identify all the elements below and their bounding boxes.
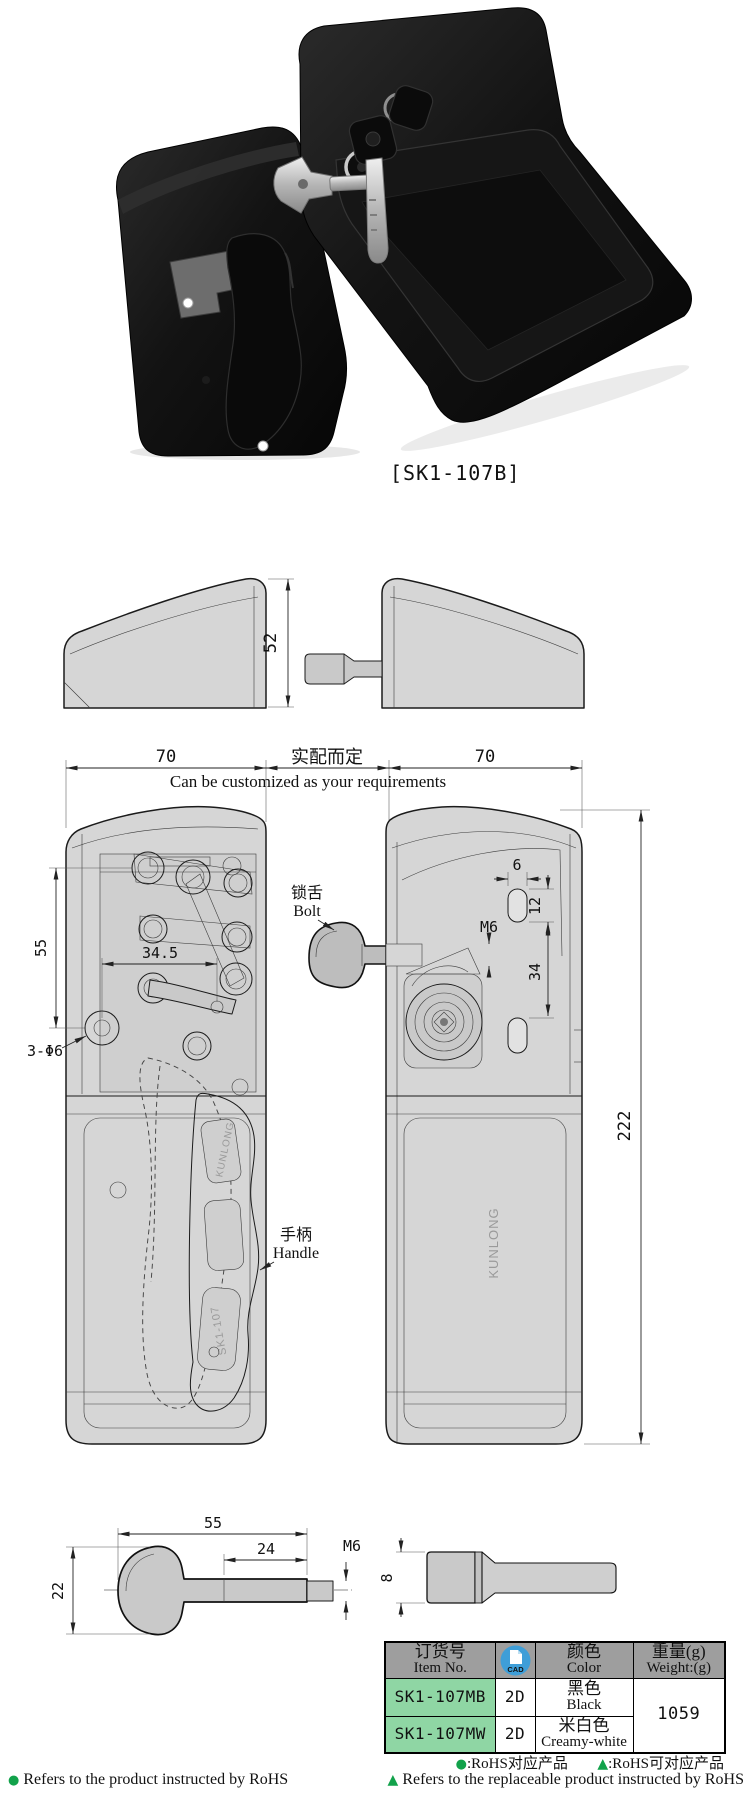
dim-bolt-m6: M6 [343,1537,361,1620]
shaft-side-view [426,1551,617,1604]
photo-left-half [116,126,347,457]
rohs-legend-en: ● Refers to the product instructed by Ro… [8,1771,744,1789]
dim-bolt-55: 55 [117,1514,308,1580]
label-3-phi6: 3-Φ6 [27,1035,87,1060]
dim-24: 24 [223,1540,307,1575]
spec-table: 订货号 Item No. CAD 颜色 Color 重量(g) [384,1641,726,1754]
dim-22: 22 [49,1546,150,1635]
dim-55: 55 [32,867,132,1029]
rohs-tri-text-cn: :RoHS可对应产品 [608,1756,724,1772]
rohs-legend-en-tri: ▲ Refers to the replaceable product inst… [388,1771,744,1789]
note-en: Can be customized as your requirements [170,772,446,791]
svg-text:CAD: CAD [507,1665,524,1674]
header-weight-en: Weight:(g) [646,1660,712,1677]
dim-width-row: 70 实配而定 70 Can be customized as your req… [65,747,583,828]
svg-text:Handle: Handle [273,1245,319,1262]
photo-right-half [298,7,692,423]
slot-upper [507,888,528,923]
color-cell: 米白色 Creamy-white [534,1715,634,1754]
color-cn: 黑色 [567,1679,601,1699]
svg-text:222: 222 [615,1111,635,1142]
svg-text:8: 8 [378,1573,396,1582]
rohs-dot-text-cn: :RoHS对应产品 [467,1756,568,1772]
dim-34: 34 [526,924,554,1019]
svg-text:Bolt: Bolt [293,903,321,920]
dim-52: 52 [261,578,294,708]
slot-lower [507,1017,528,1054]
dim-70-left: 70 [156,747,176,767]
profile-view-right [304,577,585,709]
svg-text:34.5: 34.5 [142,944,178,962]
svg-text:6: 6 [512,856,521,874]
header-cad: CAD [494,1641,536,1679]
dim-8: 8 [378,1538,425,1617]
dim-222: 222 [560,809,650,1445]
color-cell: 黑色 Black [534,1677,634,1717]
bolt-front-view [104,1545,352,1636]
item-no-cell: SK1-107MW [384,1715,496,1754]
note-cn: 实配而定 [291,747,363,767]
rohs-dot-icon: ● [455,1757,467,1772]
rohs-triangle-icon: ▲ [387,1772,399,1788]
svg-text:24: 24 [257,1540,275,1558]
cad-icon[interactable]: CAD [500,1645,531,1676]
color-en: Black [566,1697,602,1714]
bolt-label: 锁舌 Bolt [291,884,335,931]
front-view-right: KUNLONG [385,805,583,1445]
rohs-dot-text-en: Refers to the product instructed by RoHS [23,1771,289,1788]
rohs-legend-cn: ●:RoHS对应产品 ▲:RoHS可对应产品 [456,1752,724,1773]
header-color-cn: 颜色 [567,1642,601,1662]
header-color-en: Color [566,1660,602,1677]
rohs-tri-text-en: Refers to the replaceable product instru… [402,1771,744,1788]
header-item-no-cn: 订货号 [414,1642,466,1662]
handle-solid [188,1092,260,1412]
handle-label: 手柄 Handle [259,1226,319,1271]
svg-text:手柄: 手柄 [280,1226,312,1244]
product-photo [116,7,692,460]
cad-2d-cell[interactable]: 2D [494,1715,536,1754]
table-row: SK1-107MW 2D 米白色 Creamy-white [384,1715,725,1754]
header-item-no: 订货号 Item No. [384,1641,496,1679]
profile-view-left [63,577,267,709]
rohs-dot-icon: ● [8,1773,20,1788]
svg-text:锁舌: 锁舌 [291,884,323,902]
header-item-no-en: Item No. [413,1660,467,1677]
table-row: SK1-107MB 2D 黑色 Black 1059 [384,1677,726,1754]
dim-6: 6 [494,856,541,886]
svg-text:22: 22 [49,1582,67,1600]
weight-cell: 1059 [632,1677,726,1754]
technical-drawing: 52 70 实配而定 70 Can be customized as your … [27,577,650,1636]
dim-34-5: 34.5 [101,944,218,1018]
svg-text:12: 12 [526,897,544,915]
svg-text:M6: M6 [480,918,498,936]
rohs-triangle-icon: ▲ [597,1756,609,1772]
dim-70-right: 70 [475,747,495,767]
item-no-cell: SK1-107MB [384,1677,496,1717]
photo-keys [348,85,434,264]
svg-text:34: 34 [526,963,544,981]
header-weight-cn: 重量(g) [651,1642,706,1662]
rohs-legend-en-dot: ● Refers to the product instructed by Ro… [8,1771,288,1789]
header-weight: 重量(g) Weight:(g) [632,1641,726,1679]
lock-cylinder-drawing [385,943,483,1069]
svg-text:M6: M6 [343,1537,361,1555]
case-engraving-brand: KUNLONG [486,1207,501,1278]
header-color: 颜色 Color [534,1641,634,1679]
front-view-left: KUNLONG SK1-107 [65,805,267,1445]
color-cn: 米白色 [558,1716,610,1736]
cad-2d-cell[interactable]: 2D [494,1677,536,1717]
svg-text:3-Φ6: 3-Φ6 [27,1042,63,1060]
svg-text:52: 52 [261,633,281,653]
photo-label: [SK1-107B] [390,461,521,485]
svg-text:55: 55 [204,1514,222,1532]
profile-shaft [304,653,345,685]
bolt-plan-view [308,921,389,989]
dim-m6: M6 [480,918,498,978]
color-en: Creamy-white [541,1734,627,1751]
svg-text:55: 55 [32,939,50,957]
